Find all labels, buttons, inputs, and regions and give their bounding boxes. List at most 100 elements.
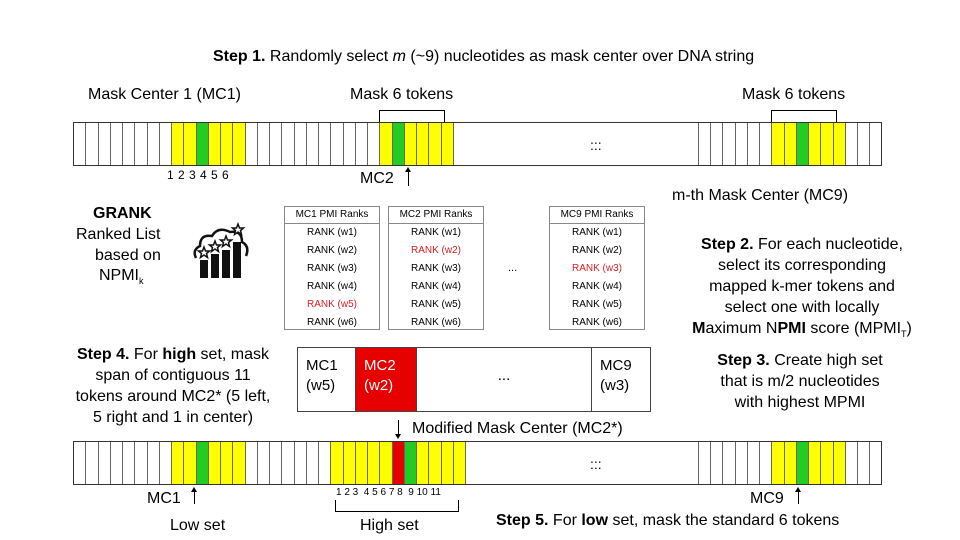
pmi-rank-row: RANK (w1): [571, 227, 622, 238]
step3-caption: Step 3. Create high set that is m/2 nucl…: [717, 352, 883, 411]
step5-caption: Step 5. For low set, mask the standard 6…: [496, 512, 840, 529]
token-cell: [380, 442, 393, 484]
token-cell: [123, 123, 136, 165]
mc1-arrow: [194, 490, 195, 504]
token-cell: [99, 442, 111, 484]
token-cell: [760, 442, 773, 484]
token-cell: [160, 442, 172, 484]
token-cell: [736, 123, 748, 165]
token-cell: [172, 123, 185, 165]
token-cell: [441, 442, 454, 484]
token-cell: [809, 123, 822, 165]
token-cell: [711, 442, 724, 484]
token-cell: [135, 442, 148, 484]
token-cell: [246, 123, 258, 165]
token-cell: [796, 123, 809, 165]
bottom-mc9-label: MC9: [750, 490, 784, 507]
pmi-rank-row: RANK (w5): [571, 299, 622, 310]
pmi-rank-row: RANK (w3): [306, 263, 357, 274]
token-cell: [344, 123, 356, 165]
high-set-ellipsis: ...: [416, 348, 592, 411]
token-cell: [196, 442, 209, 484]
mask-brace-b: [771, 110, 837, 122]
high-set-mc2: MC2(w2): [356, 348, 416, 411]
mth-mask-center-label: m-th Mask Center (MC9): [672, 187, 849, 204]
token-cell: [699, 442, 711, 484]
token-cell: [221, 123, 234, 165]
token-cell: [453, 442, 466, 484]
token-cell: [221, 442, 234, 484]
token-cell: [772, 123, 785, 165]
token-cell: [441, 123, 454, 165]
token-cell: [796, 442, 809, 484]
token-cell: [307, 123, 319, 165]
pmi-table-header: MC2 PMI Ranks: [389, 207, 483, 224]
token-cell: [246, 442, 258, 484]
token-cell: [148, 442, 160, 484]
token-cell: [711, 123, 724, 165]
token-cell: [784, 123, 797, 165]
mc2-arrowhead: [405, 167, 411, 172]
pmi-rank-row: RANK (w6): [306, 317, 357, 328]
token-cell: [404, 442, 417, 484]
token-cell: [392, 442, 405, 484]
high-set-box: MC1(w5) MC2(w2) ... MC9(w3): [297, 347, 651, 412]
token-cell: [184, 442, 197, 484]
pmi-rank-row: RANK (w2): [410, 245, 461, 256]
token-cell: [343, 442, 356, 484]
token-cell: [295, 123, 307, 165]
mc2-label: MC2: [360, 170, 394, 187]
mask-6-tokens-label-a: Mask 6 tokens: [350, 86, 454, 103]
high-set-mc9: MC9(w3): [600, 357, 632, 394]
top-dna-strip: [73, 122, 882, 166]
token-cell: [821, 442, 834, 484]
token-cell: [846, 442, 858, 484]
token-cell: [772, 442, 785, 484]
token-cell: [429, 123, 442, 165]
token-cell: [208, 123, 221, 165]
grank-title: GRANK: [93, 205, 152, 222]
token-cell: [699, 123, 711, 165]
token-cell: [307, 442, 319, 484]
token-cell: [172, 442, 185, 484]
token-cell: [295, 442, 307, 484]
pmi-table-header: MC1 PMI Ranks: [285, 207, 379, 224]
mc2-arrow: [408, 170, 409, 186]
bottom-token-numbers: 1 2 3 4 5 6 7 8 9 10 11: [336, 487, 441, 498]
step4-caption: Step 4. For high set, mask span of conti…: [75, 346, 271, 426]
token-cell: [404, 123, 417, 165]
mc9-arrowhead: [795, 487, 801, 492]
token-cell: [809, 442, 822, 484]
ranking-chart-icon: [193, 221, 249, 278]
token-cell: [417, 123, 430, 165]
token-cell: [760, 123, 773, 165]
token-cell: [319, 442, 332, 484]
token-cell: [331, 123, 344, 165]
pmi-rank-row: RANK (w1): [410, 227, 461, 238]
token-cell: [687, 442, 699, 484]
pmi-rank-row: RANK (w5): [306, 299, 357, 310]
token-cell: [748, 123, 760, 165]
modified-mask-center-label: Modified Mask Center (MC2*): [412, 420, 623, 437]
pmi-rank-row: RANK (w3): [410, 263, 461, 274]
token-cell: [833, 442, 846, 484]
bottom-dna-strip: [73, 441, 882, 485]
token-cell: [111, 123, 123, 165]
token-cell: [858, 123, 871, 165]
pmi-rank-row: RANK (w6): [571, 317, 622, 328]
token-cell: [184, 123, 197, 165]
step1-caption: Step 1. Randomly select m (~9) nucleotid…: [213, 48, 755, 65]
high-set-mc1: MC1(w5): [298, 348, 356, 411]
token-cell: [858, 442, 871, 484]
pmi-rank-row: RANK (w5): [410, 299, 461, 310]
token-cell: [821, 123, 834, 165]
token-cell: [356, 123, 368, 165]
token-cell: [833, 123, 846, 165]
token-cell: [331, 442, 344, 484]
token-cell: [270, 442, 283, 484]
token-cell: [148, 123, 160, 165]
pmi-rank-row: RANK (w4): [571, 281, 622, 292]
modified-arrowhead: [395, 434, 401, 439]
